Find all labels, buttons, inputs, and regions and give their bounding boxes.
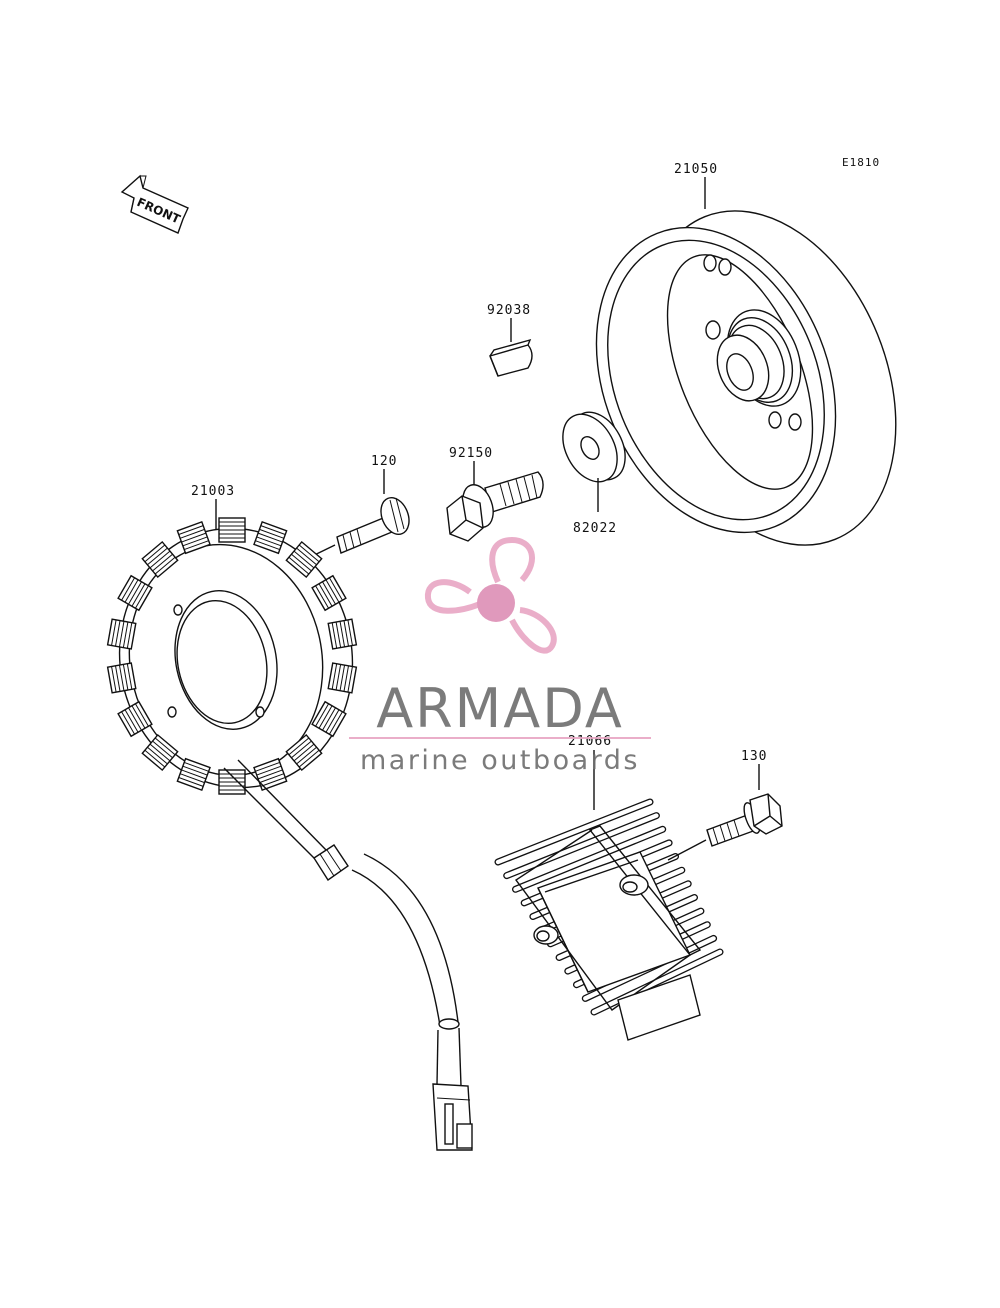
stator-coil (253, 520, 288, 555)
part-label-130: 130 (741, 749, 767, 764)
part-label-21050: 21050 (674, 162, 718, 177)
cooling-fin (591, 949, 723, 1015)
stator-wire-harness (223, 759, 473, 1151)
stator-coil (311, 700, 347, 738)
washer-82022: 82022 (562, 411, 626, 536)
stator-coil (141, 540, 179, 579)
stator-coil (218, 517, 246, 543)
stator-coil (327, 662, 358, 694)
stator-coil (253, 757, 288, 792)
part-label-92038: 92038 (487, 303, 531, 318)
stator-coil (176, 520, 211, 555)
stator-coil (327, 618, 358, 650)
cooling-fin (504, 813, 659, 878)
propeller-logo-icon (424, 536, 557, 654)
stator-coil (285, 733, 323, 772)
cooling-fin (495, 799, 653, 865)
stator-21003: 21003 (106, 484, 358, 795)
watermark-tagline: marine outboards (360, 745, 640, 776)
part-label-92150: 92150 (449, 446, 493, 461)
stator-coil (311, 574, 347, 612)
stator-coil (285, 540, 323, 579)
stator-coil (141, 733, 179, 772)
stator-coil (106, 618, 137, 650)
stator-coil (117, 700, 153, 738)
cooling-fin (513, 827, 665, 892)
part-label-21003: 21003 (191, 484, 235, 499)
stator-coil (106, 662, 137, 694)
part-label-82022: 82022 (573, 521, 617, 536)
stator-coil (218, 769, 246, 795)
flywheel-bolt-92150: 92150 (446, 446, 544, 542)
watermark-brand: ARMADA (376, 677, 624, 740)
flywheel-rotor-21050: 21050 (595, 162, 897, 546)
woodruff-key-92038: 92038 (487, 303, 533, 377)
diagram-code: E1810 (842, 156, 880, 169)
stator-coil (117, 574, 153, 612)
watermark-divider (349, 737, 651, 739)
regulator-bolt-130: 130 (667, 749, 783, 861)
front-arrow-icon: FRONT (120, 174, 189, 234)
stator-bolt-120: 120 (299, 454, 410, 563)
armada-watermark: ARMADA marine outboards (349, 536, 651, 776)
part-label-120: 120 (371, 454, 397, 469)
regulator-rectifier-21066: 21066 (494, 734, 724, 1041)
stator-coil (176, 757, 211, 792)
